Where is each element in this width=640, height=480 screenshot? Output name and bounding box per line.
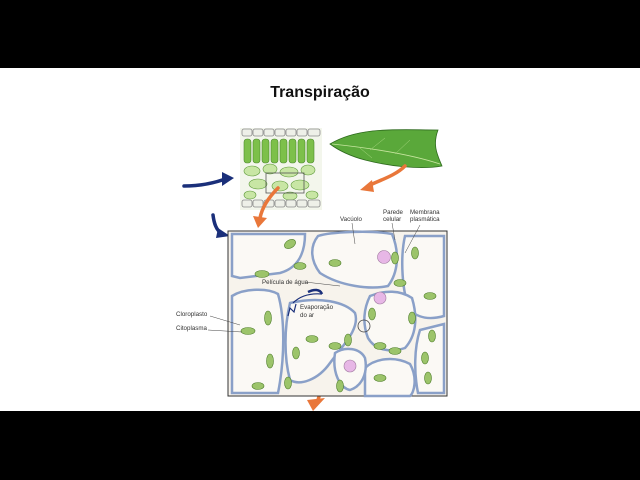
water-film-label: Película de água xyxy=(262,279,309,286)
plasma-membrane-label-line2: plasmática xyxy=(410,216,440,223)
cell-detail-panel xyxy=(228,231,447,396)
plasma-membrane-label-line1: Membrana xyxy=(410,209,440,216)
evaporation-label-line2: do ar xyxy=(300,312,314,319)
cell-wall-label-line2: celular xyxy=(383,216,401,223)
chloroplast-label: Cloroplasto xyxy=(176,311,208,318)
vacuole-label: Vacúolo xyxy=(340,216,362,223)
leaf-icon xyxy=(330,130,442,168)
cytoplasm-label: Citoplasma xyxy=(176,325,208,332)
evaporation-label-line1: Evaporação xyxy=(300,304,334,311)
cell-wall-label-line1: Parede xyxy=(383,209,404,216)
transpiration-diagram: Vacúolo Parede celular Membrana plasmáti… xyxy=(0,68,640,411)
leaf-cross-section-icon xyxy=(240,128,322,210)
slide: Transpiração xyxy=(0,68,640,411)
air-flow-arrows xyxy=(184,178,228,234)
